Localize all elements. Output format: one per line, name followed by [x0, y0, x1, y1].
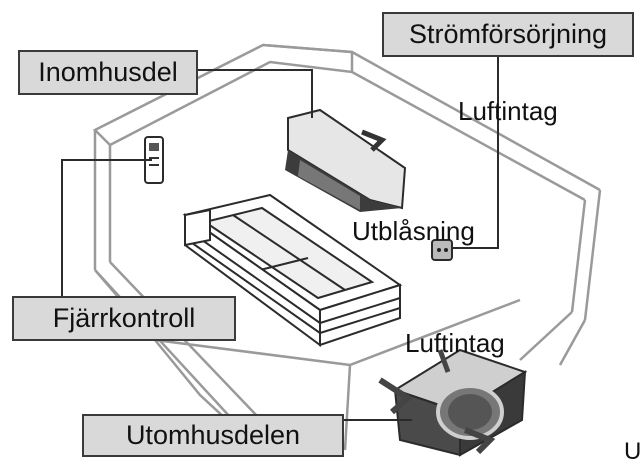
callout-outdoor-unit: Utomhusdelen — [82, 414, 344, 457]
label-air-intake-top: Luftintag — [458, 96, 558, 126]
callout-indoor-unit: Inomhusdel — [18, 50, 198, 95]
power-outlet-icon — [431, 239, 453, 261]
label-outdoor-unit: Utomhusdelen — [125, 420, 301, 450]
callout-power-supply: Strömförsörjning — [382, 12, 634, 57]
room-walls — [92, 43, 602, 456]
leader-lines — [61, 56, 499, 421]
label-power-supply: Strömförsörjning — [408, 19, 608, 49]
label-air-outlet: Utblåsning — [352, 216, 475, 246]
label-air-intake-bottom: Luftintag — [405, 328, 505, 358]
label-remote-control: Fjärrkontroll — [52, 303, 196, 333]
label-edge-fragment: U — [624, 438, 640, 465]
outdoor-unit-icon — [378, 348, 528, 457]
indoor-unit-icon — [285, 108, 407, 212]
callout-remote-control: Fjärrkontroll — [12, 296, 236, 341]
sofa-icon — [182, 193, 403, 347]
label-indoor-unit: Inomhusdel — [38, 57, 178, 87]
